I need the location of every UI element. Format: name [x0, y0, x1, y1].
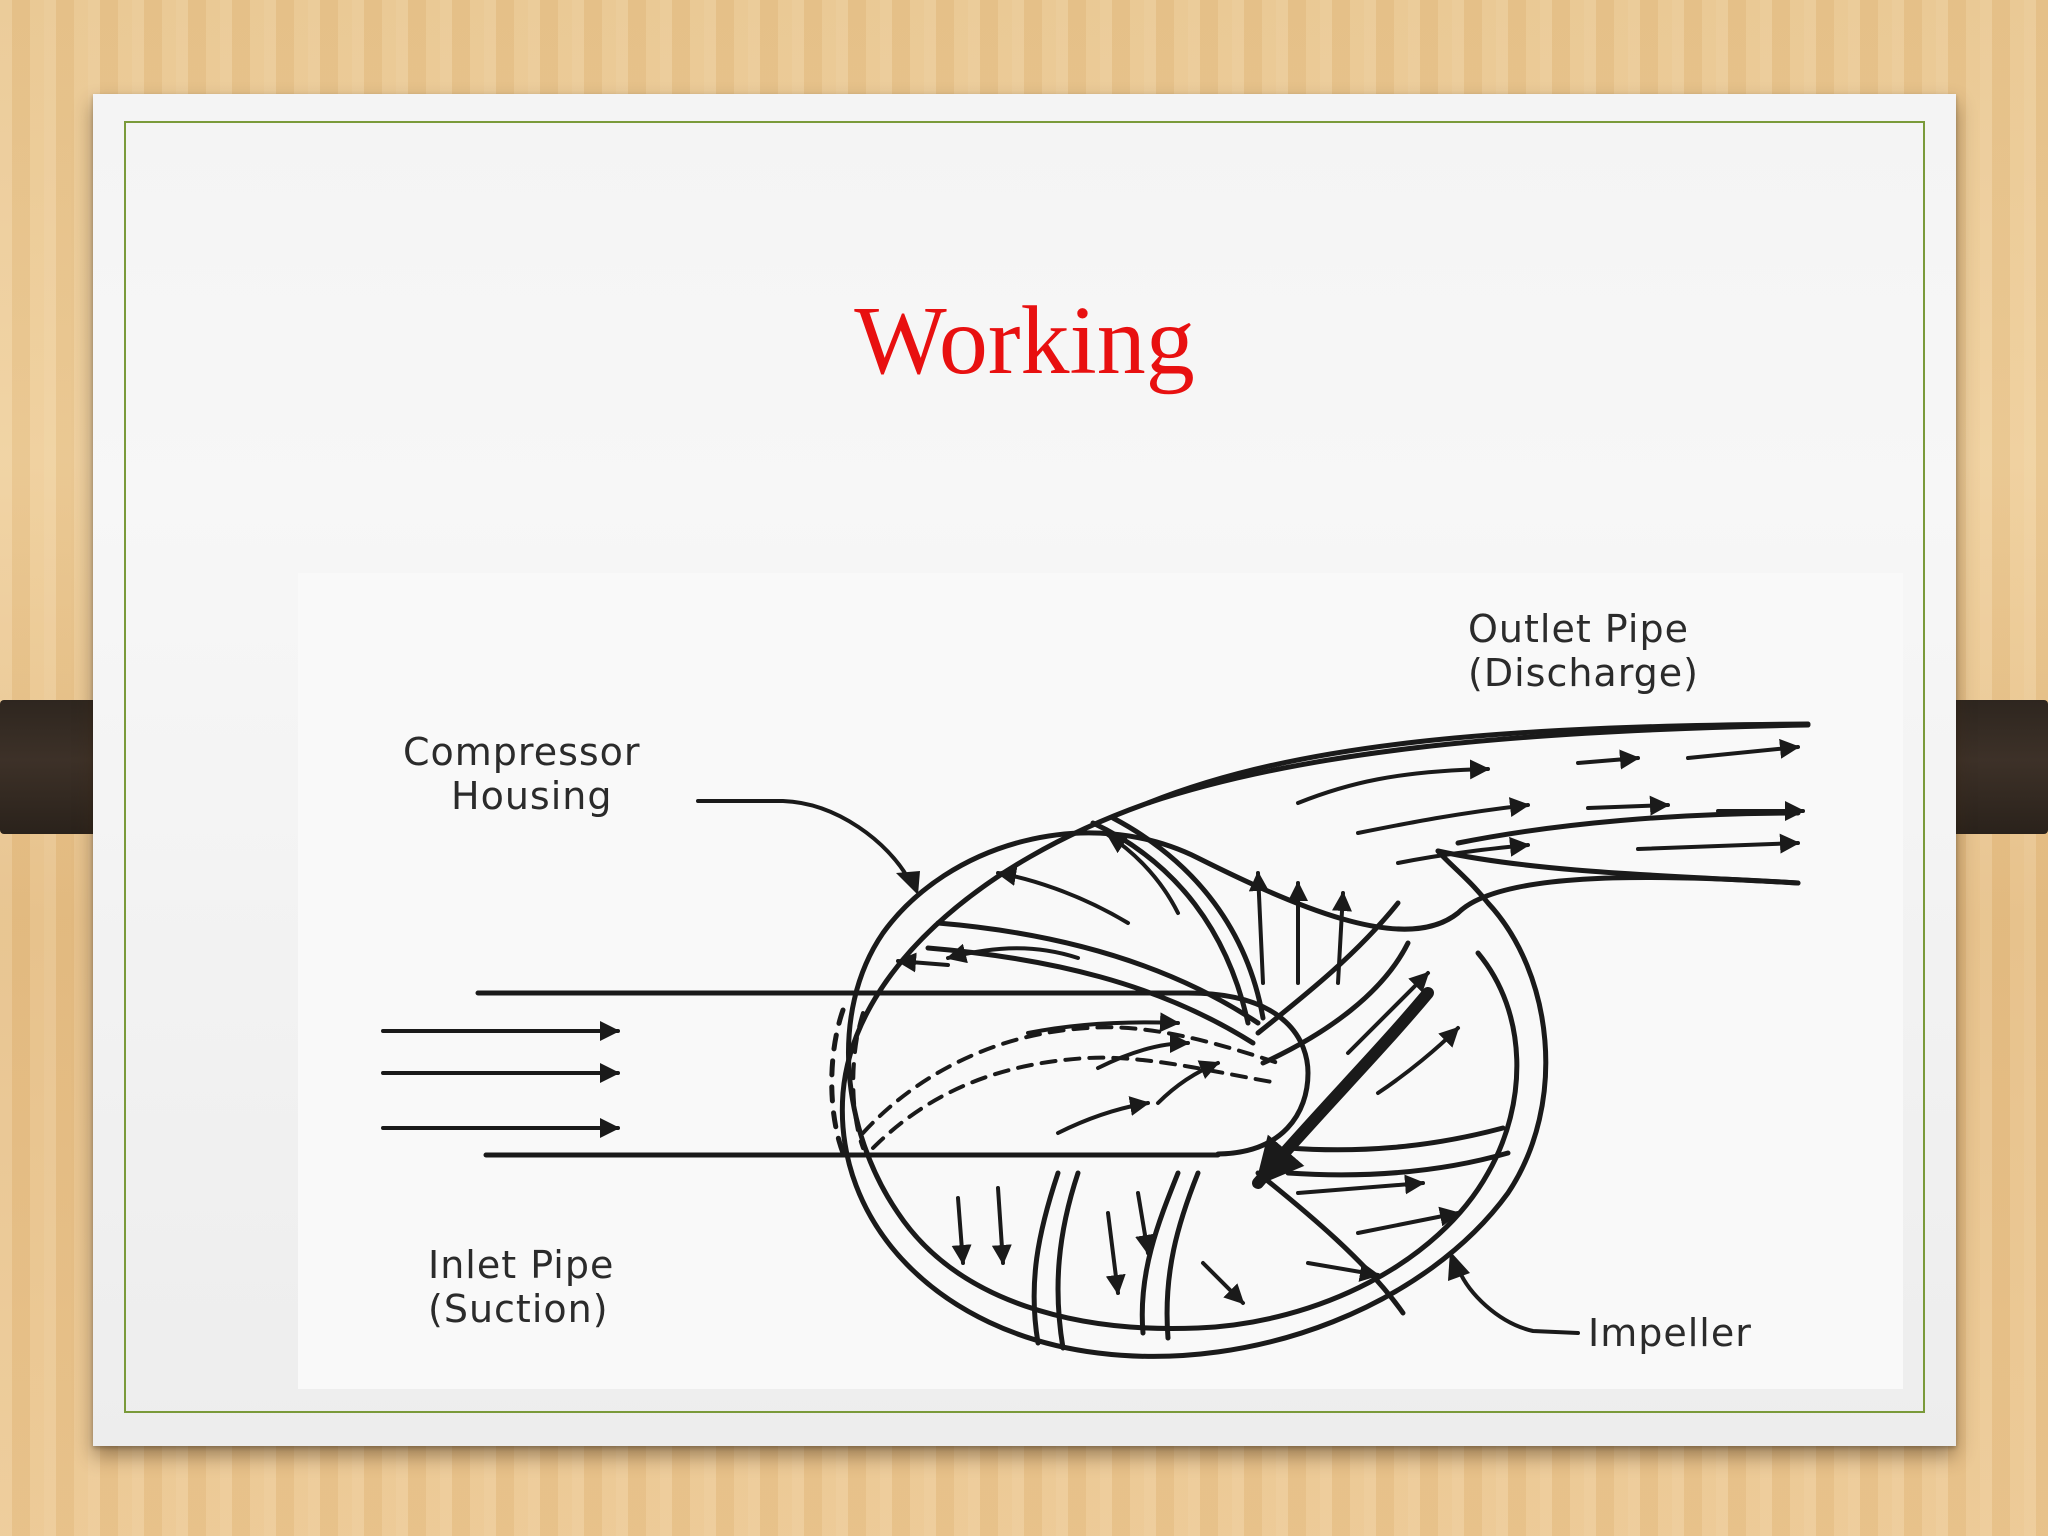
slide-title: Working — [854, 287, 1195, 395]
outlet-bottom — [1435, 848, 1801, 886]
housing-inner — [846, 830, 1801, 1331]
slide-card: Working — [93, 94, 1956, 1446]
impeller-vane — [935, 920, 1261, 1026]
housing-label-line1: Compressor — [403, 730, 641, 774]
impeller-label: Impeller — [1588, 1311, 1752, 1355]
outlet-mid — [1455, 810, 1801, 846]
outlet-top — [1145, 722, 1811, 806]
compressor-drawing — [381, 721, 1811, 1359]
inlet-label: Inlet Pipe (Suction) — [428, 1243, 614, 1331]
eye-dashed — [829, 1007, 846, 1156]
housing-outer — [839, 721, 1811, 1359]
outlet-label: Outlet Pipe (Discharge) — [1468, 607, 1699, 695]
outlet-label-line1: Outlet Pipe — [1468, 607, 1689, 651]
housing-label: Compressor Housing — [403, 730, 641, 818]
housing-label-line2: Housing — [451, 774, 613, 818]
inlet-label-line2: (Suction) — [428, 1287, 609, 1331]
outlet-label-line2: (Discharge) — [1468, 651, 1699, 695]
compressor-diagram: Outlet Pipe (Discharge) Compressor Housi… — [298, 573, 1903, 1389]
slide-border — [124, 121, 1925, 1413]
inlet-label-line1: Inlet Pipe — [428, 1243, 615, 1287]
